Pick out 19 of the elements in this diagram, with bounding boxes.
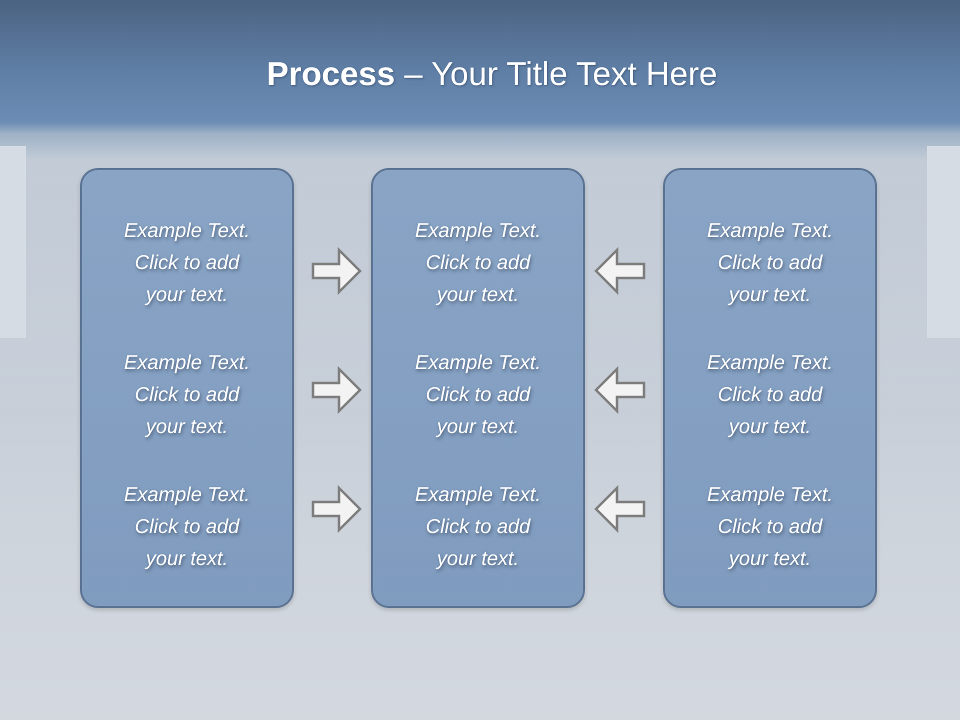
block-arrow <box>594 484 646 534</box>
panel-text: Example Text. Click to add your text. <box>414 351 542 440</box>
process-panel <box>663 168 877 608</box>
panel-text: Example Text. Click to add your text. <box>706 219 834 308</box>
panel-text: Example Text. Click to add your text. <box>706 351 834 440</box>
panel-text: Example Text. Click to add your text. <box>706 483 834 572</box>
process-panel <box>80 168 294 608</box>
panel-text: Example Text. Click to add your text. <box>414 483 542 572</box>
block-arrow <box>312 484 362 534</box>
block-arrow <box>312 366 362 414</box>
panel-text: Example Text. Click to add your text. <box>123 219 251 308</box>
block-arrow <box>594 366 646 414</box>
panel-text: Example Text. Click to add your text. <box>123 351 251 440</box>
panel-text: Example Text. Click to add your text. <box>123 483 251 572</box>
panel-text: Example Text. Click to add your text. <box>414 219 542 308</box>
process-panel <box>371 168 585 608</box>
block-arrow <box>594 246 646 296</box>
block-arrow <box>312 246 362 296</box>
slide-title: Process – Your Title Text Here <box>266 54 718 94</box>
